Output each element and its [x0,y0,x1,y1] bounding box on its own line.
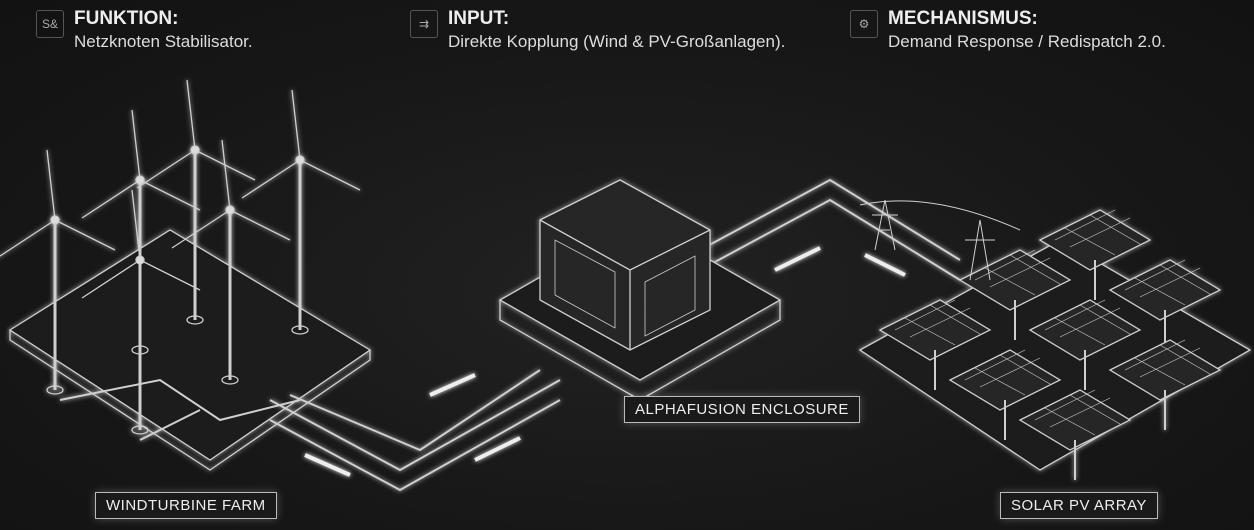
enclosure-illustration [498,179,782,401]
solar-array-illustration [858,209,1252,481]
header-funktion: S& FUNKTION: Netzknoten Stabilisator. [36,8,253,54]
funktion-title: FUNKTION: [74,8,179,29]
input-arrows-icon: ⇉ [410,10,438,38]
label-solar-pv-array: SOLAR PV ARRAY [1000,492,1158,519]
input-title: INPUT: [448,8,510,29]
mechanismus-title: MECHANISMUS: [888,8,1038,29]
input-text: Direkte Kopplung (Wind & PV-Großanlagen)… [448,32,786,51]
power-pylons [859,199,1021,281]
funktion-text: Netzknoten Stabilisator. [74,32,253,51]
pipes [269,178,961,492]
wind-farm-illustration [0,78,372,471]
label-windturbine-farm: WINDTURBINE FARM [95,492,277,519]
stabilizer-icon: S& [36,10,64,38]
flow-arrows [304,246,906,477]
header-mechanismus: ⚙ MECHANISMUS: Demand Response / Redispa… [850,8,1166,54]
gear-icon: ⚙ [850,10,878,38]
label-alphafusion-enclosure: ALPHAFUSION ENCLOSURE [624,396,860,423]
header-input: ⇉ INPUT: Direkte Kopplung (Wind & PV-Gro… [410,8,785,54]
mechanismus-text: Demand Response / Redispatch 2.0. [888,32,1166,51]
